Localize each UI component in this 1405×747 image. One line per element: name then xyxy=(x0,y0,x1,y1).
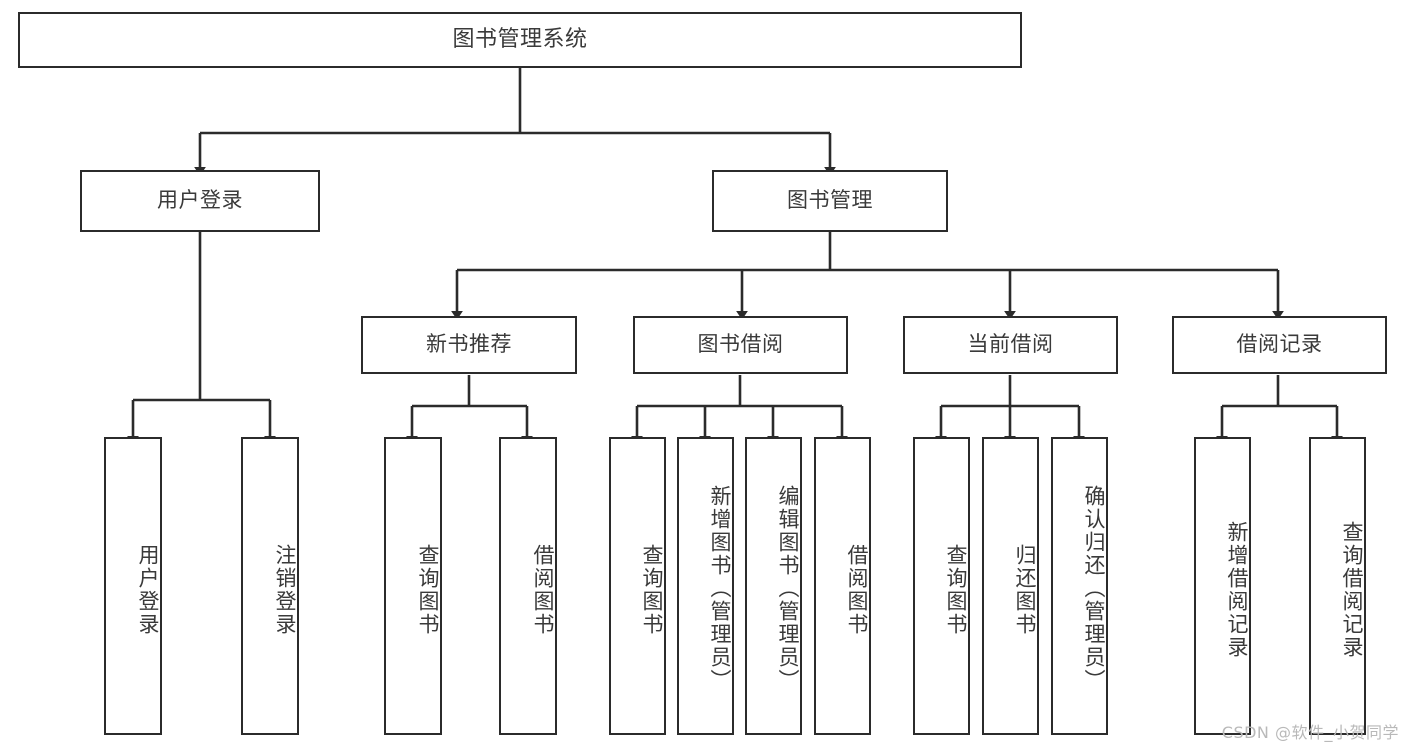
node-user-login[interactable]: 用户登录 xyxy=(80,170,320,232)
node-leaf-query-book-current[interactable]: 查询图书 xyxy=(913,437,970,735)
node-new-book-recommend-label: 新书推荐 xyxy=(426,332,512,357)
node-leaf-query-book-borrow-label: 查询图书 xyxy=(640,544,664,636)
node-leaf-query-book-borrow[interactable]: 查询图书 xyxy=(609,437,666,735)
node-leaf-query-borrow-record-label: 查询借阅记录 xyxy=(1340,521,1364,659)
node-leaf-borrow-book-recommend[interactable]: 借阅图书 xyxy=(499,437,557,735)
node-book-borrow[interactable]: 图书借阅 xyxy=(633,316,848,374)
node-leaf-add-book-admin[interactable]: 新增图书（管理员） xyxy=(677,437,734,735)
node-current-borrow-label: 当前借阅 xyxy=(967,332,1054,357)
node-leaf-add-borrow-record-label: 新增借阅记录 xyxy=(1225,521,1249,659)
node-leaf-logout[interactable]: 注销登录 xyxy=(241,437,299,735)
node-leaf-borrow-book[interactable]: 借阅图书 xyxy=(814,437,871,735)
node-leaf-user-login[interactable]: 用户登录 xyxy=(104,437,162,735)
node-leaf-confirm-return-admin-label: 确认归还（管理员） xyxy=(1082,484,1106,692)
node-leaf-logout-label: 注销登录 xyxy=(273,544,297,636)
node-new-book-recommend[interactable]: 新书推荐 xyxy=(361,316,577,374)
node-root-label: 图书管理系统 xyxy=(452,26,588,52)
csdn-watermark: CSDN @软件_小贺同学 xyxy=(1221,723,1399,742)
node-leaf-query-book-recommend[interactable]: 查询图书 xyxy=(384,437,442,735)
node-current-borrow[interactable]: 当前借阅 xyxy=(903,316,1118,374)
node-leaf-edit-book-admin[interactable]: 编辑图书（管理员） xyxy=(745,437,802,735)
node-leaf-query-book-current-label: 查询图书 xyxy=(944,544,968,636)
node-leaf-add-borrow-record[interactable]: 新增借阅记录 xyxy=(1194,437,1251,735)
node-leaf-borrow-book-recommend-label: 借阅图书 xyxy=(531,544,555,636)
node-leaf-edit-book-admin-label: 编辑图书（管理员） xyxy=(776,484,800,692)
node-leaf-confirm-return-admin[interactable]: 确认归还（管理员） xyxy=(1051,437,1108,735)
node-book-management[interactable]: 图书管理 xyxy=(712,170,948,232)
node-leaf-borrow-book-label: 借阅图书 xyxy=(845,544,869,636)
node-user-login-label: 用户登录 xyxy=(157,188,243,213)
node-leaf-return-book-label: 归还图书 xyxy=(1013,544,1037,636)
node-leaf-return-book[interactable]: 归还图书 xyxy=(982,437,1039,735)
node-leaf-add-book-admin-label: 新增图书（管理员） xyxy=(708,484,732,692)
node-leaf-query-borrow-record[interactable]: 查询借阅记录 xyxy=(1309,437,1366,735)
node-leaf-query-book-recommend-label: 查询图书 xyxy=(416,544,440,636)
node-book-borrow-label: 图书借阅 xyxy=(697,332,784,357)
node-leaf-user-login-label: 用户登录 xyxy=(136,544,160,636)
node-root-library-system[interactable]: 图书管理系统 xyxy=(18,12,1022,68)
node-borrow-record-label: 借阅记录 xyxy=(1236,332,1323,357)
node-book-management-label: 图书管理 xyxy=(787,188,873,213)
node-borrow-record[interactable]: 借阅记录 xyxy=(1172,316,1387,374)
